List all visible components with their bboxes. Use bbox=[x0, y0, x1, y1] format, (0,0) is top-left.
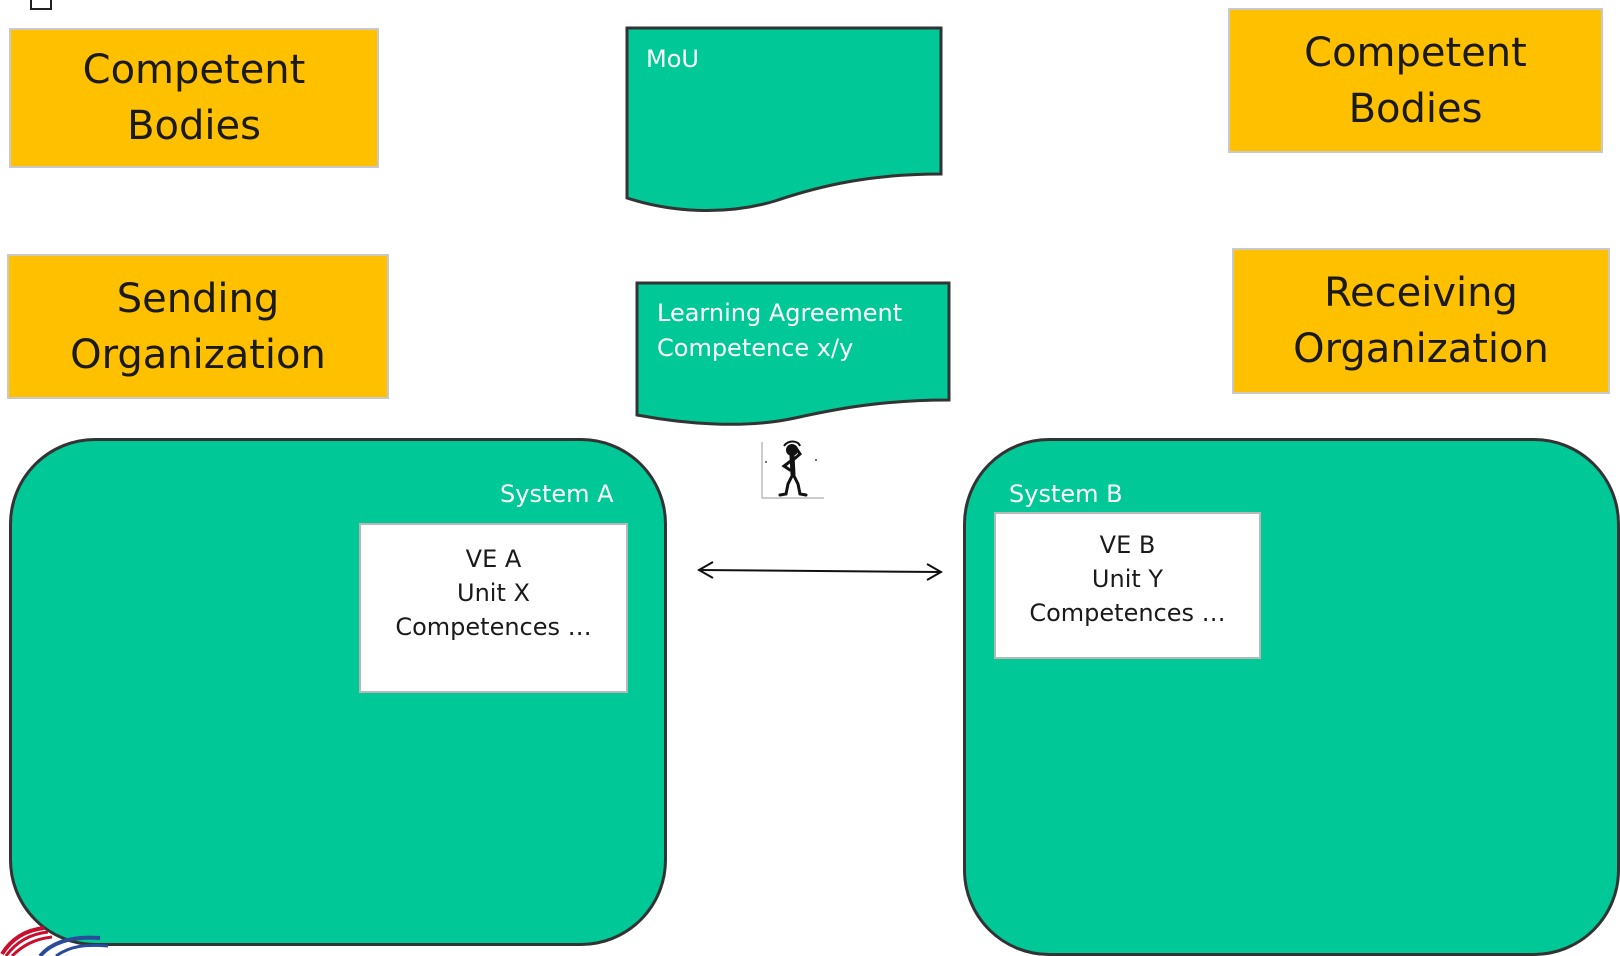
competent-bodies-right-box: Competent Bodies bbox=[1228, 8, 1603, 153]
mou-label: MoU bbox=[646, 45, 699, 73]
mou-document-shape bbox=[625, 26, 943, 213]
learning-agreement-line-2: Competence x/y bbox=[657, 333, 854, 362]
ve-a-box: VE A Unit X Competences … bbox=[359, 523, 628, 693]
ve-b-line-2: Unit Y bbox=[1091, 565, 1164, 594]
competent-bodies-left-box: Competent Bodies bbox=[9, 28, 379, 168]
receiving-organization-line-1: Receiving bbox=[1324, 270, 1518, 316]
sending-organization-box: Sending Organization bbox=[7, 254, 389, 399]
competent-bodies-left-line-2: Bodies bbox=[127, 103, 261, 149]
competent-bodies-right-line-2: Bodies bbox=[1348, 85, 1483, 132]
sending-organization-line-1: Sending bbox=[116, 275, 280, 322]
ve-b-line-1: VE B bbox=[1099, 531, 1156, 559]
learning-agreement-line-1: Learning Agreement bbox=[657, 299, 903, 327]
system-b-label: System B bbox=[1009, 480, 1123, 508]
thinking-person-icon bbox=[761, 440, 824, 499]
ve-b-line-3: Competences … bbox=[1029, 599, 1226, 628]
double-headed-arrow bbox=[696, 561, 944, 581]
competent-bodies-right-line-1: Competent bbox=[1304, 29, 1527, 76]
logo-icon bbox=[0, 924, 165, 956]
learning-agreement-document-shape bbox=[635, 281, 951, 426]
sending-organization-line-2: Organization bbox=[70, 331, 326, 378]
system-a-label: System A bbox=[500, 480, 614, 508]
competent-bodies-left-line-1: Competent bbox=[82, 47, 306, 93]
ve-a-line-1: VE A bbox=[465, 545, 522, 573]
learning-agreement-text: Learning Agreement Competence x/y bbox=[657, 296, 902, 366]
receiving-organization-box: Receiving Organization bbox=[1232, 248, 1610, 394]
receiving-organization-line-2: Organization bbox=[1293, 326, 1549, 372]
ve-a-line-2: Unit X bbox=[457, 579, 530, 608]
ve-b-box: VE B Unit Y Competences … bbox=[994, 512, 1261, 659]
corner-mark bbox=[30, 0, 52, 10]
ve-a-line-3: Competences … bbox=[395, 613, 592, 642]
